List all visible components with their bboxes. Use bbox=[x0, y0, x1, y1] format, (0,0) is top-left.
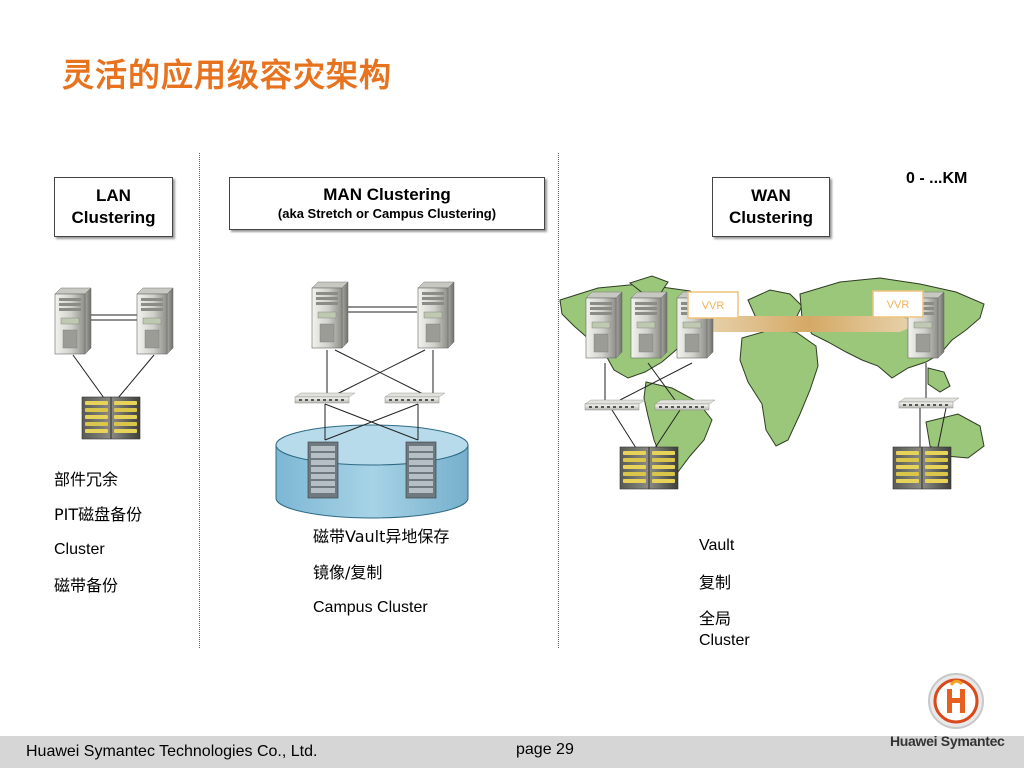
man-feature-1: 磁带Vault异地保存 bbox=[313, 527, 450, 546]
vvr-text-2: VVR bbox=[887, 299, 910, 311]
footer-company: Huawei Symantec Technologies Co., Ltd. bbox=[26, 743, 318, 760]
man-label-line2: (aka Stretch or Campus Clustering) bbox=[277, 206, 497, 221]
wan-feature-1: Vault bbox=[699, 537, 735, 554]
huawei-symantec-logo-icon bbox=[928, 673, 984, 729]
lan-feature-1: 部件冗余 bbox=[54, 470, 119, 489]
man-feature-3: Campus Cluster bbox=[313, 599, 428, 616]
distance-label: 0 - ...KM bbox=[906, 170, 968, 187]
wan-server-2-icon bbox=[630, 291, 668, 359]
wan-switch-remote-icon bbox=[898, 397, 960, 409]
man-clustering-label: MAN Clustering (aka Stretch or Campus Cl… bbox=[229, 177, 545, 230]
wan-label-line1: WAN bbox=[751, 186, 791, 205]
lan-label-line1: LAN bbox=[96, 186, 131, 205]
wan-topology bbox=[584, 291, 960, 490]
vvr-text-1: VVR bbox=[702, 300, 725, 312]
man-storage-rack-1-icon bbox=[307, 441, 339, 499]
column-divider-2 bbox=[558, 153, 559, 648]
lan-feature-2: PIT磁盘备份 bbox=[54, 505, 143, 524]
wan-feature-2: 复制 bbox=[699, 573, 732, 592]
lan-clustering-label: LAN Clustering bbox=[54, 177, 173, 237]
lan-label-line2: Clustering bbox=[71, 208, 156, 227]
vvr-label-1: VVR bbox=[687, 291, 739, 319]
wan-switch-2-icon bbox=[654, 399, 716, 411]
wan-clustering-label: WAN Clustering bbox=[712, 177, 830, 237]
wan-switch-1-icon bbox=[584, 399, 646, 411]
man-server-2-icon bbox=[417, 281, 455, 349]
lan-feature-4: 磁带备份 bbox=[54, 576, 119, 595]
vvr-label-2: VVR bbox=[872, 290, 924, 318]
man-label-line1: MAN Clustering bbox=[323, 185, 451, 204]
brand-name: Huawei Symantec bbox=[890, 733, 1005, 749]
lan-server-2-icon bbox=[136, 287, 174, 355]
lan-server-1-icon bbox=[54, 287, 92, 355]
man-storage-rack-2-icon bbox=[405, 441, 437, 499]
lan-disk-array-icon bbox=[81, 396, 141, 440]
wan-disk-array-remote-icon bbox=[892, 446, 952, 490]
wan-disk-array-icon bbox=[619, 446, 679, 490]
wan-label-line2: Clustering bbox=[728, 208, 814, 227]
replication-arrow bbox=[700, 316, 918, 332]
lan-feature-3: Cluster bbox=[54, 541, 105, 558]
wan-server-1-icon bbox=[585, 291, 623, 359]
lan-topology bbox=[54, 287, 174, 440]
man-switch-1-icon bbox=[294, 392, 356, 404]
man-switch-2-icon bbox=[384, 392, 446, 404]
man-feature-2: 镜像/复制 bbox=[313, 563, 383, 582]
footer-bar bbox=[0, 736, 1024, 768]
wan-feature-3: 全局 bbox=[699, 609, 732, 628]
page-title: 灵活的应用级容灾架构 bbox=[62, 56, 393, 94]
column-divider-1 bbox=[199, 153, 200, 648]
man-topology bbox=[275, 281, 469, 519]
man-server-1-icon bbox=[311, 281, 349, 349]
page-number: page 29 bbox=[516, 741, 574, 758]
wan-feature-4: Cluster bbox=[699, 632, 750, 649]
